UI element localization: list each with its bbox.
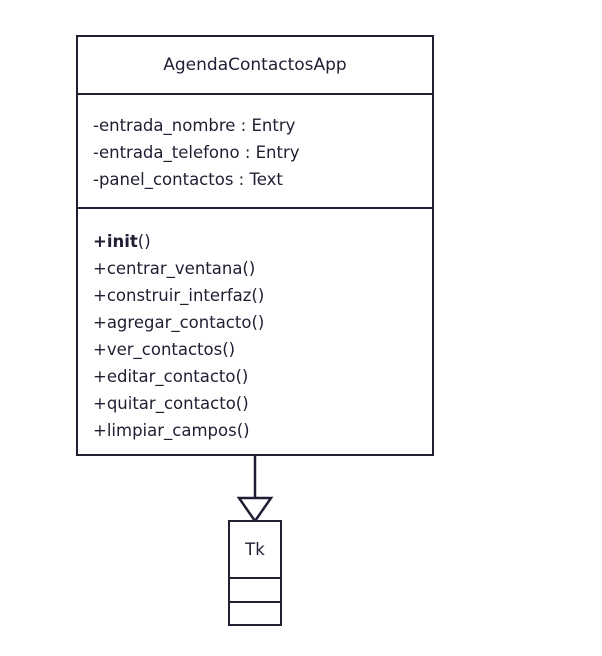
class-name-tk: Tk [230,522,280,579]
class-tk: Tk [228,520,282,626]
inheritance-arrowhead-icon [236,496,274,524]
tk-attributes-section [230,579,280,603]
attribute-entrada-telefono: -entrada_telefono : Entry [93,143,300,162]
attribute-entrada-nombre: -entrada_nombre : Entry [93,116,296,135]
method-editar-contacto: +editar_contacto() [93,367,249,386]
attribute-panel-contactos: -panel_contactos : Text [93,170,283,189]
method-init-name: init [106,232,138,251]
methods-section: +init() +centrar_ventana() +construir_in… [78,209,432,444]
attributes-section: -entrada_nombre : Entry -entrada_telefon… [78,95,432,209]
method-ver-contactos: +ver_contactos() [93,340,236,359]
method-centrar-ventana: +centrar_ventana() [93,259,256,278]
class-agenda-contactos-app: AgendaContactosApp -entrada_nombre : Ent… [76,35,434,456]
method-construir-interfaz: +construir_interfaz() [93,286,265,305]
method-agregar-contacto: +agregar_contacto() [93,313,265,332]
method-quitar-contacto: +quitar_contacto() [93,394,249,413]
method-init-prefix: + [93,232,107,251]
method-limpiar-campos: +limpiar_campos() [93,421,250,440]
method-init: +init() [93,228,432,255]
class-name-agenda-contactos-app: AgendaContactosApp [78,37,432,95]
method-init-suffix: () [137,232,151,251]
